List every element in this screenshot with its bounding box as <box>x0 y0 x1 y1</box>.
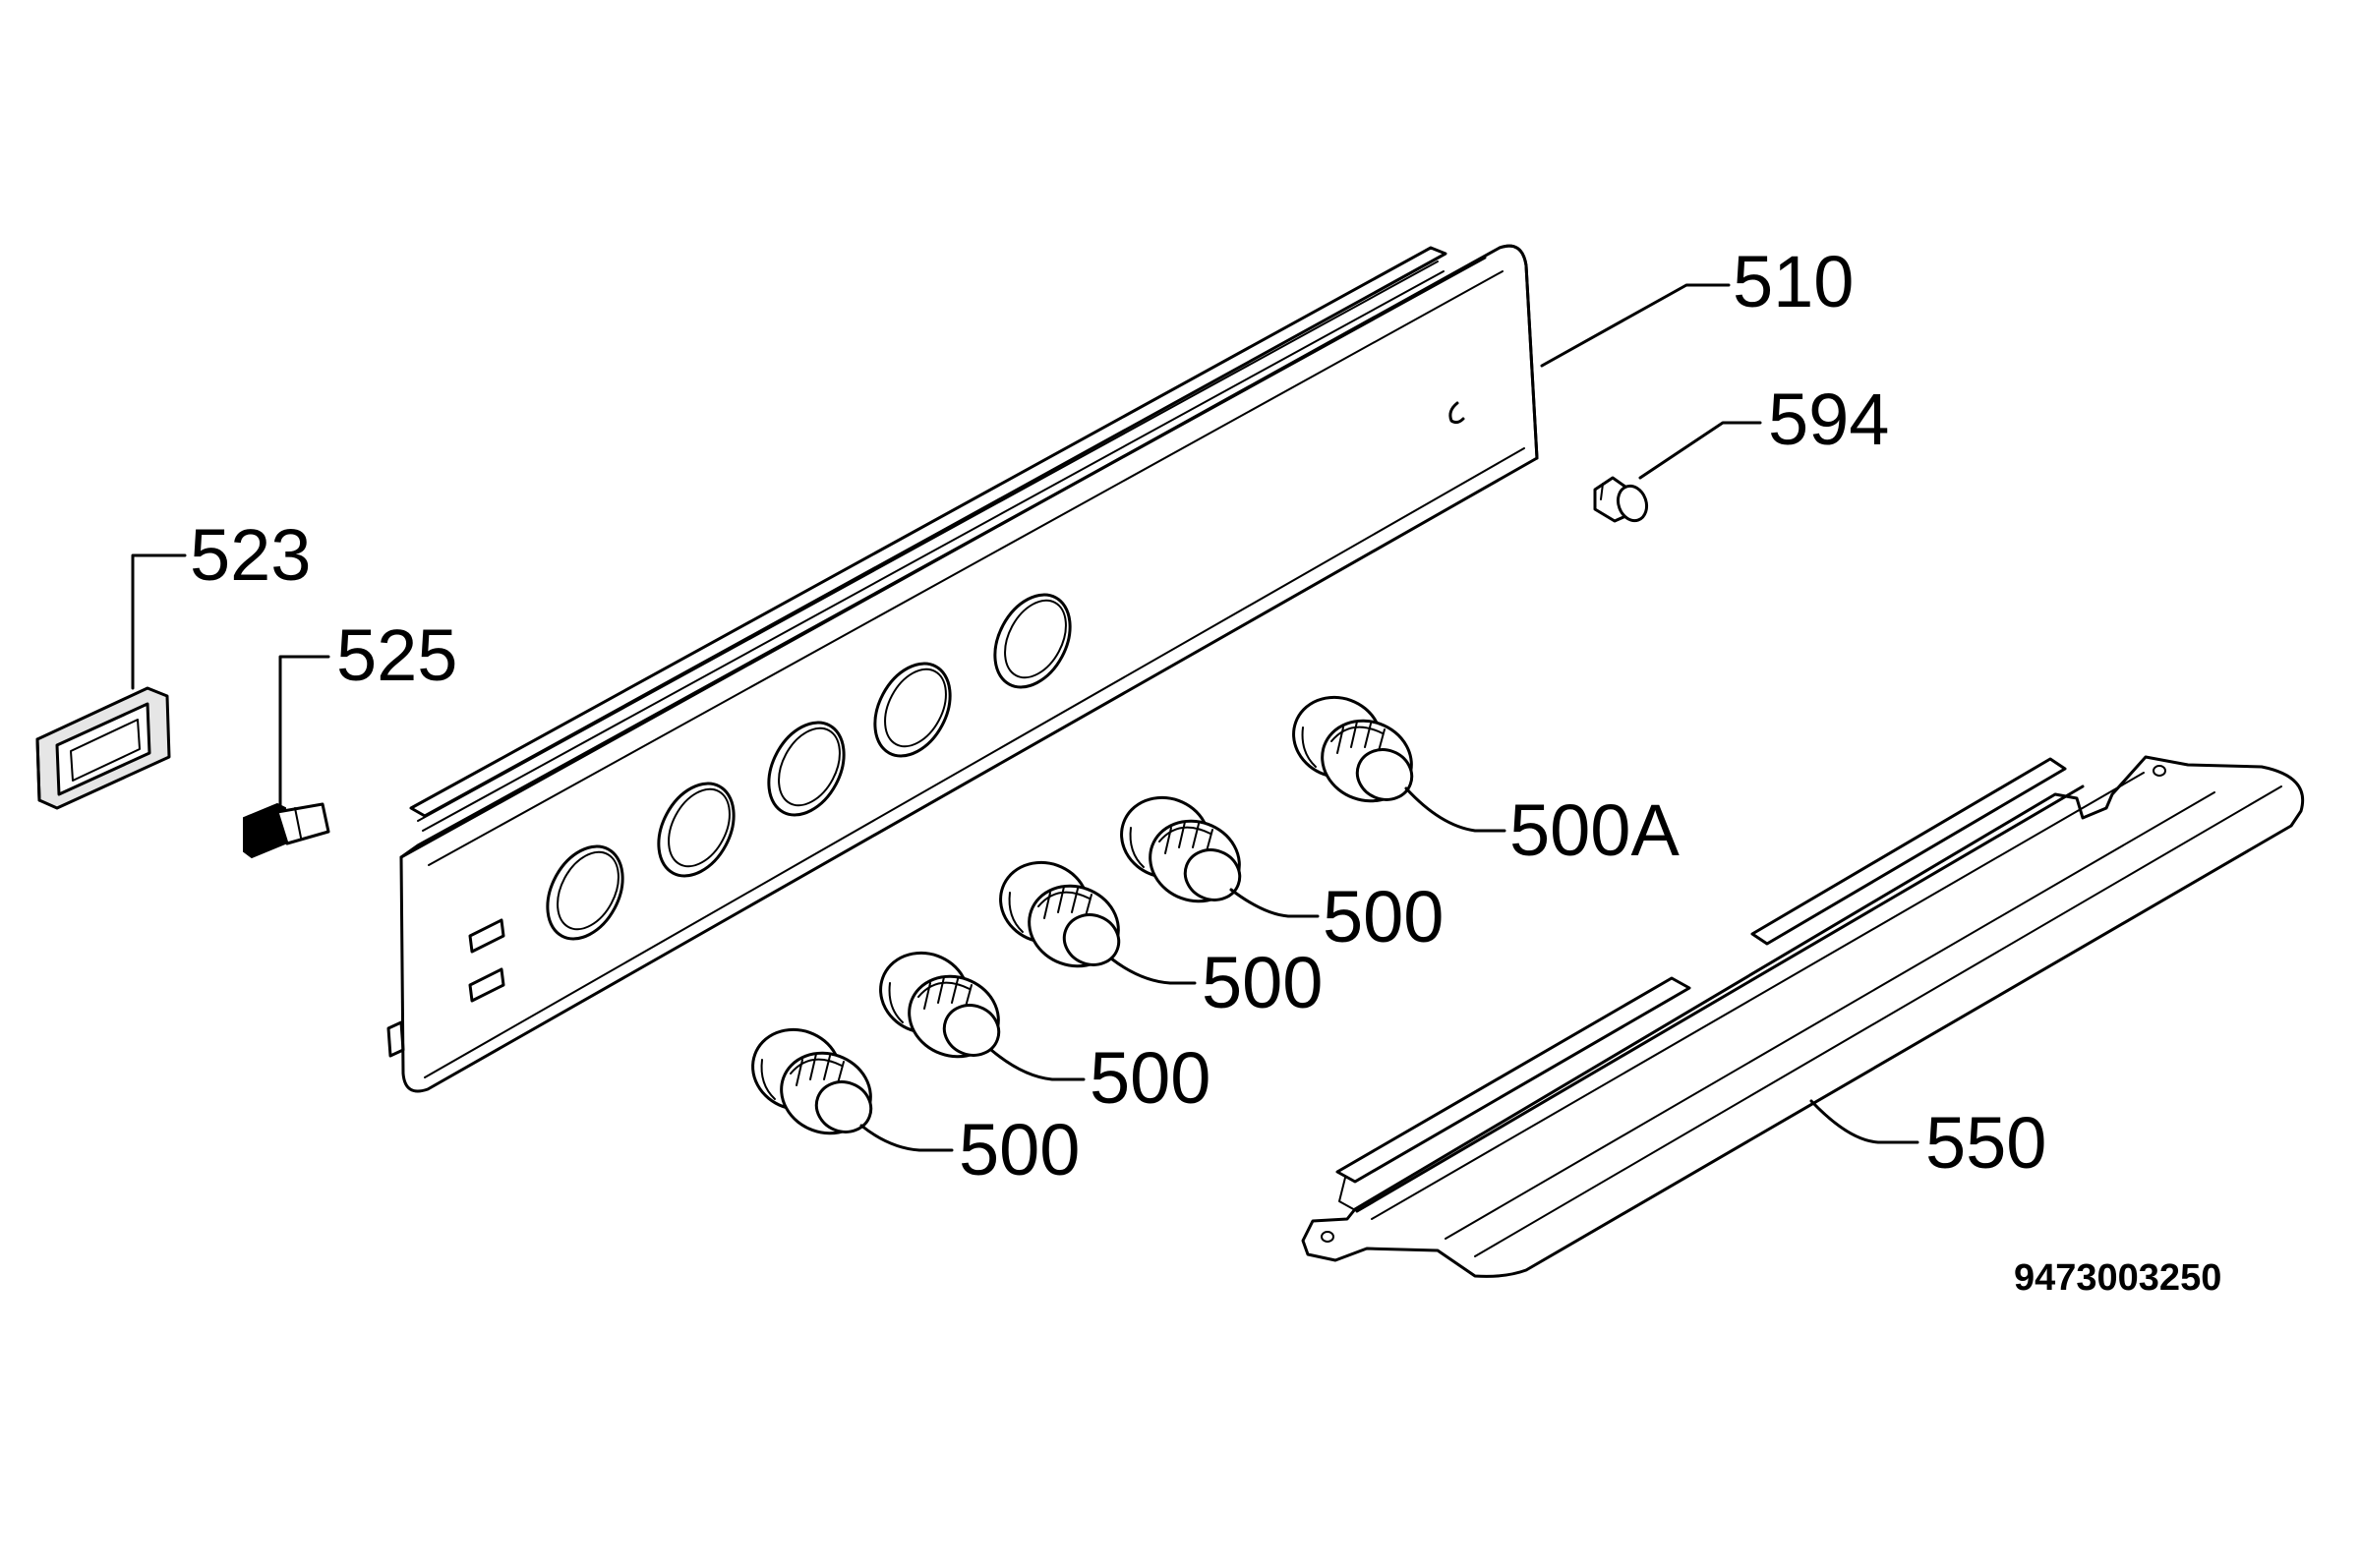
control-panel-510 <box>386 244 1539 1093</box>
knob-500-3 <box>999 860 1121 968</box>
leader-594 <box>1638 421 1762 480</box>
leader-510 <box>1540 283 1731 368</box>
label-500-3: 500 <box>1202 942 1323 1023</box>
label-525: 525 <box>336 614 457 696</box>
label-500-4: 500 <box>1323 876 1444 958</box>
leader-500-4 <box>1229 888 1320 918</box>
knob-500-1 <box>751 1027 873 1135</box>
label-500-2: 500 <box>1090 1037 1210 1119</box>
leader-500-3 <box>1109 957 1197 985</box>
leader-500-2 <box>989 1048 1086 1081</box>
label-500a: 500A <box>1509 789 1680 871</box>
knob-500-2 <box>879 951 1001 1059</box>
label-550: 550 <box>1925 1102 2046 1184</box>
label-510: 510 <box>1733 241 1854 322</box>
leader-523 <box>131 553 187 690</box>
indicator-frame-523 <box>35 686 171 810</box>
label-594: 594 <box>1768 378 1889 460</box>
trim-strip-550 <box>1301 755 2304 1278</box>
leader-525 <box>278 655 330 808</box>
label-500-1: 500 <box>959 1109 1080 1191</box>
leader-500a <box>1404 786 1506 833</box>
label-523: 523 <box>190 514 311 596</box>
leader-500-1 <box>859 1124 954 1152</box>
leader-550 <box>1809 1099 1919 1144</box>
drawing-number: 9473003250 <box>2014 1257 2221 1299</box>
knob-500-4 <box>1120 795 1242 903</box>
knob-500a <box>1292 695 1414 803</box>
switch-525 <box>243 802 330 859</box>
screw-594 <box>1593 476 1649 523</box>
